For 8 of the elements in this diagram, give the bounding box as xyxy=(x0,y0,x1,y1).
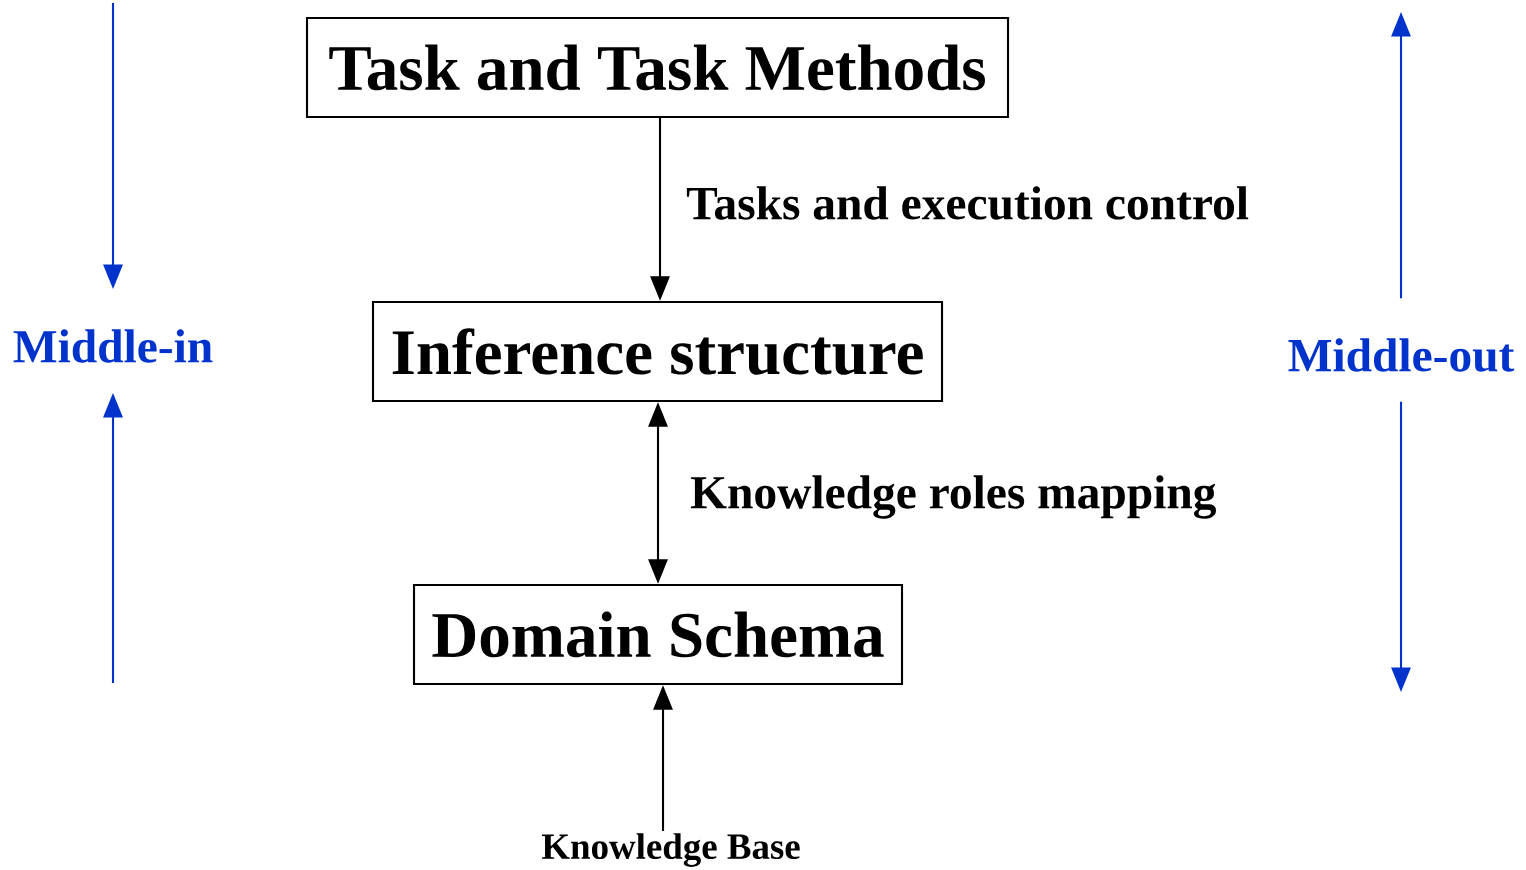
process-box: Domain Schema xyxy=(412,583,904,686)
edge-label: Tasks and execution control xyxy=(686,186,1249,220)
process-box: Inference structure xyxy=(371,300,944,403)
process-box: Task and Task Methods xyxy=(305,16,1010,119)
source-label: Knowledge Base xyxy=(541,833,800,867)
direction-label: Middle-in xyxy=(13,329,213,363)
direction-label: Middle-out xyxy=(1288,338,1515,372)
edge-label: Knowledge roles mapping xyxy=(690,475,1216,519)
